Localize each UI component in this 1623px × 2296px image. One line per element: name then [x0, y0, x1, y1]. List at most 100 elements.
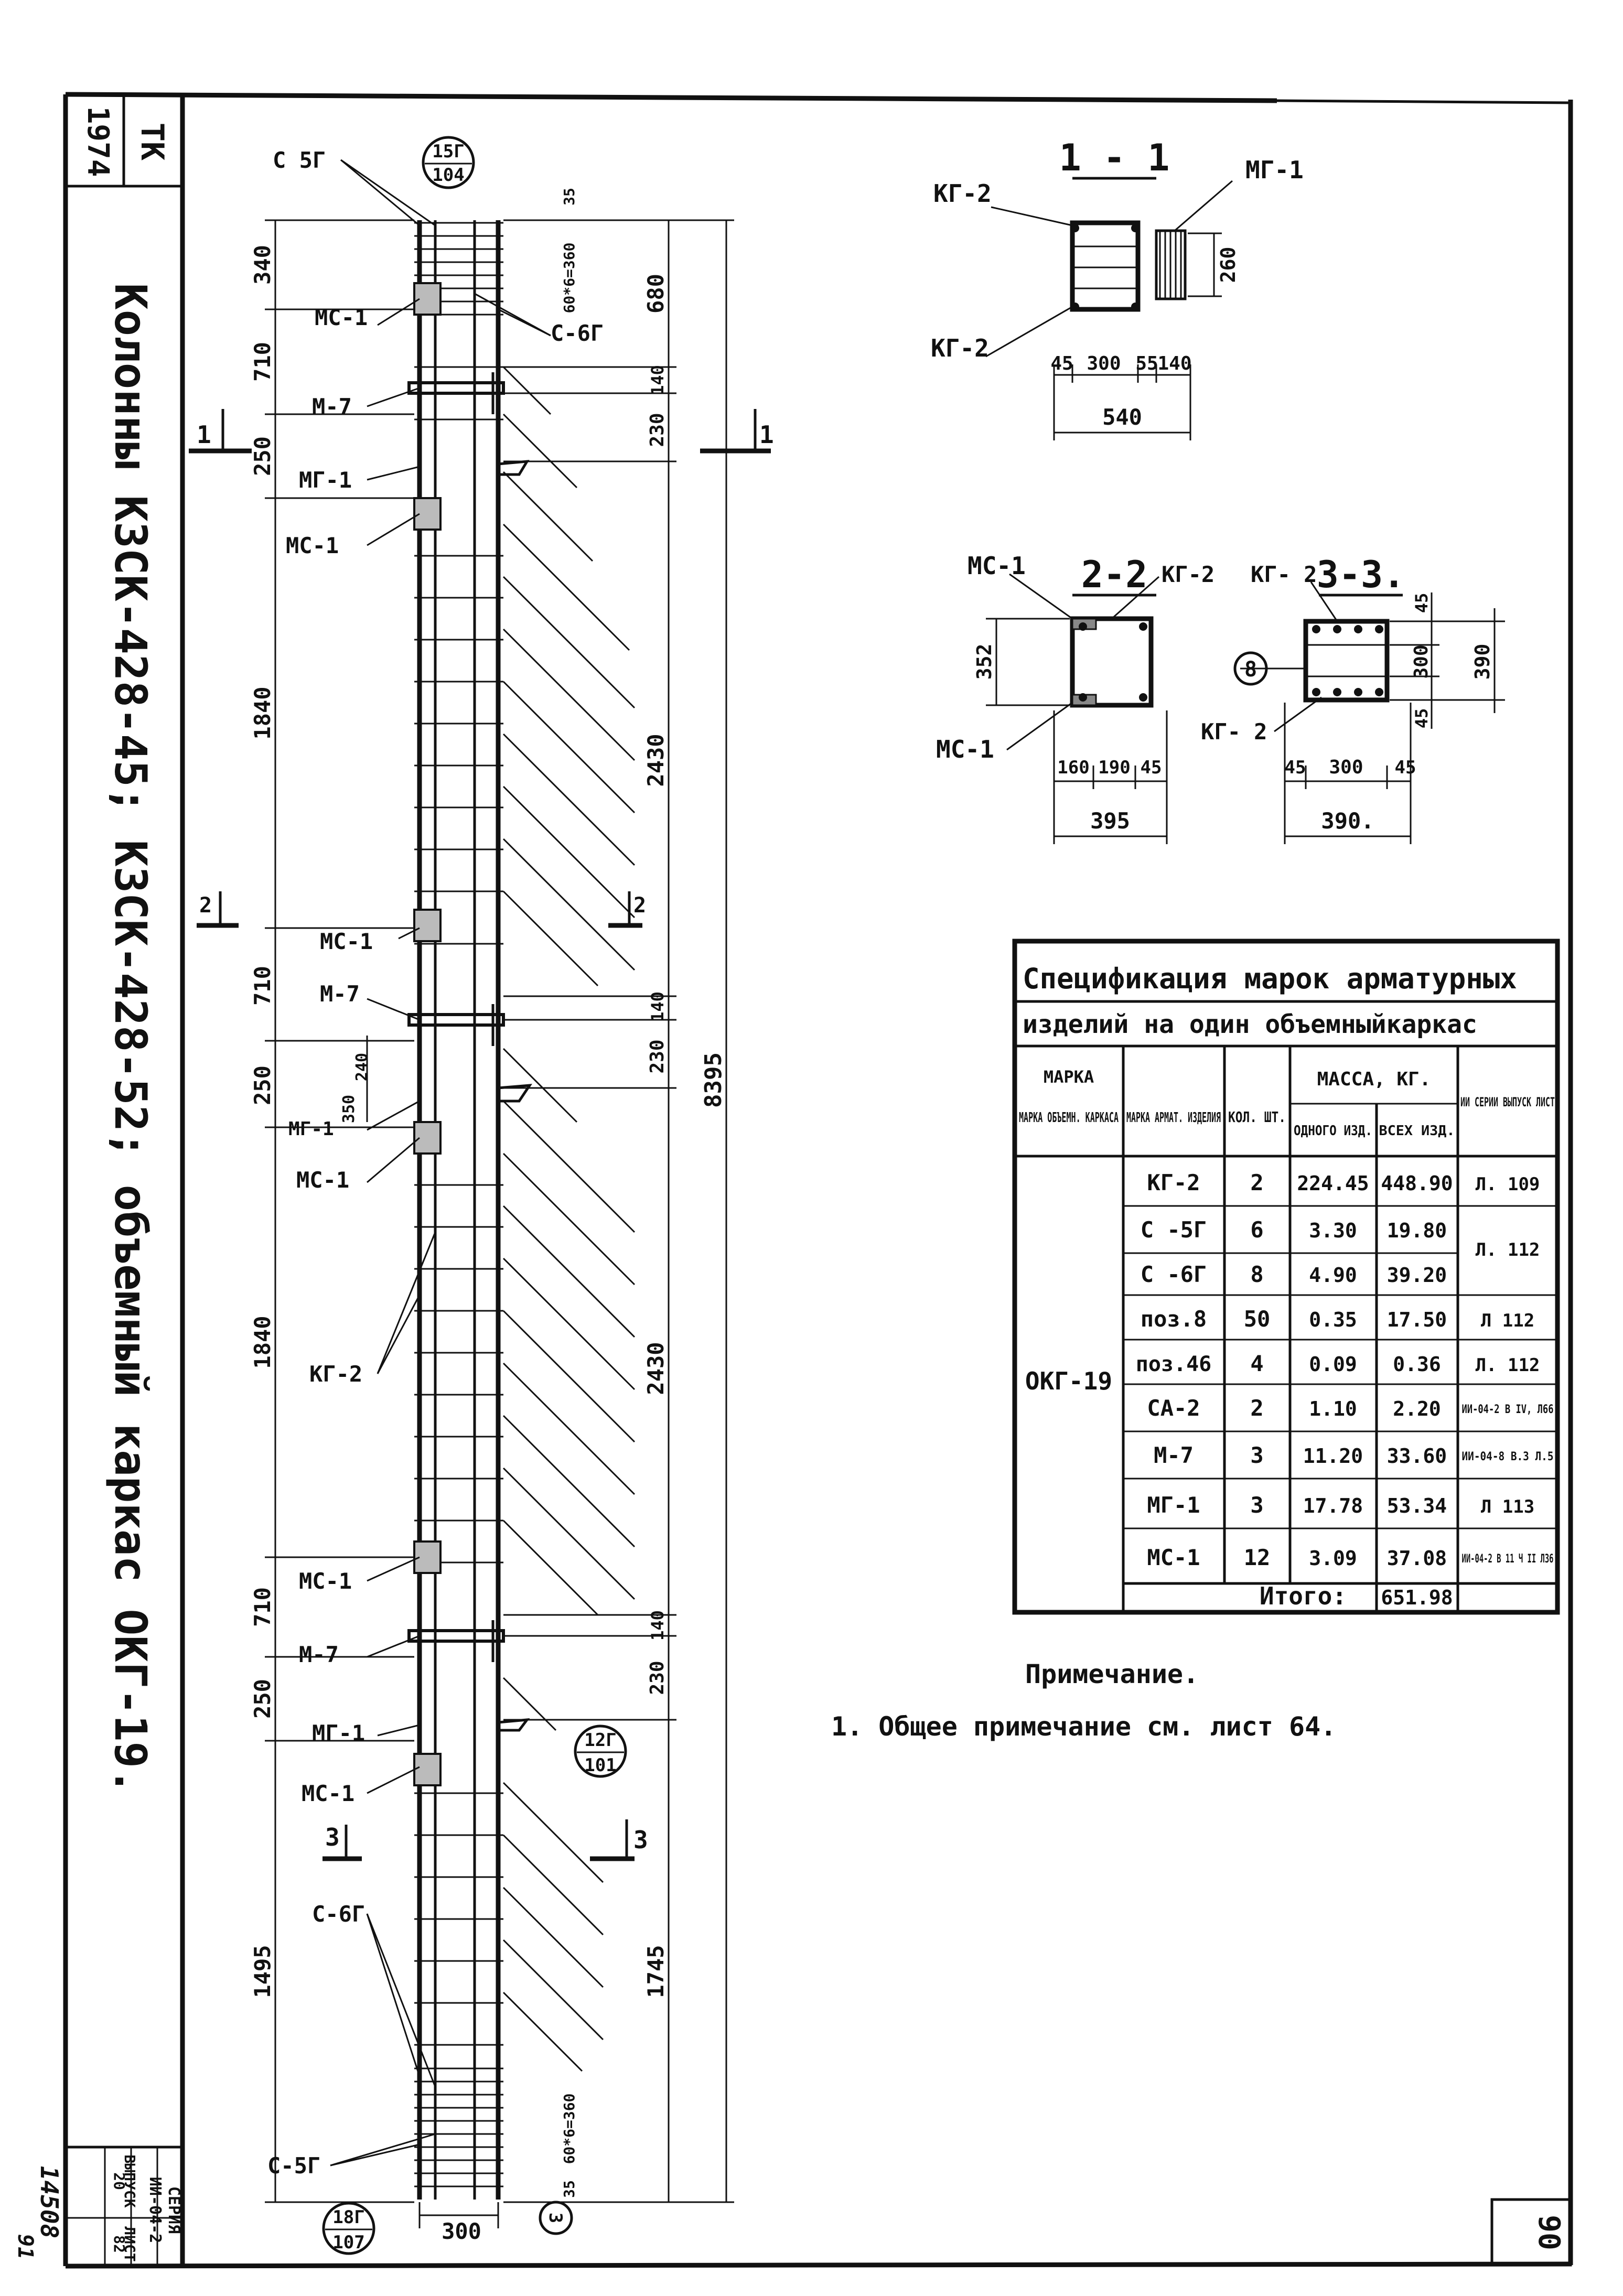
note-text: 1. Общее примечание см. лист 64.: [831, 1711, 1336, 1742]
dim-710-c: 710: [250, 1587, 275, 1627]
callout-15g: 15Г 104: [422, 136, 475, 189]
label-mg1-b: МГ-1: [288, 1118, 334, 1140]
cut-markers: 1 1 2 2 3 3: [189, 409, 774, 1861]
row-3-qty: 50: [1244, 1306, 1271, 1332]
s33-dim-45-b: 45: [1395, 757, 1416, 778]
row-0-mark: КГ-2: [1147, 1170, 1200, 1195]
dim-230-a: 230: [647, 413, 668, 447]
row-7-mark: МГ-1: [1147, 1492, 1200, 1518]
s22-dim-352: 352: [973, 644, 996, 680]
row-3-mark: поз.8: [1141, 1306, 1207, 1332]
s33-dim-45-top: 45: [1412, 593, 1432, 613]
s22-mc1-top: МС-1: [968, 552, 1026, 580]
note-title: Примечание.: [1025, 1659, 1199, 1689]
dim-bottom-pitch: 60*6=360: [561, 2094, 578, 2164]
inventory-number-2: 91: [13, 2234, 37, 2259]
callout-12g-top: 12Г: [584, 1730, 616, 1751]
row-5-one: 1.10: [1309, 1397, 1357, 1420]
row-7-ref: Л 113: [1481, 1496, 1534, 1517]
dim-240: 240: [353, 1053, 371, 1081]
leader-lines: [330, 159, 551, 2166]
section-1-1-title: 1 - 1: [1059, 136, 1170, 179]
label-mc1-a: МС-1: [315, 305, 368, 330]
label-mg1-a: МГ-1: [299, 467, 352, 493]
year: 1974: [81, 106, 115, 177]
dim-300-width: 300: [442, 2218, 481, 2244]
org-code: ТК: [134, 123, 170, 160]
page-number: 90: [1532, 2215, 1566, 2250]
s33-dim-45-a: 45: [1285, 757, 1306, 778]
dim-350: 350: [340, 1095, 358, 1123]
label-m7-c: М-7: [299, 1642, 339, 1667]
axis-marker-3-label: 3: [545, 2213, 566, 2223]
hdr-mass-one: ОДНОГО ИЗД.: [1294, 1123, 1372, 1139]
dim-140-c: 140: [648, 1610, 668, 1641]
row-2-one: 4.90: [1309, 1264, 1357, 1287]
frame-mark-value: ОКГ-19: [1025, 1367, 1112, 1395]
label-m7-a: М-7: [312, 394, 352, 419]
s33-dim-390-right: 390: [1471, 644, 1494, 680]
label-kg2: КГ-2: [309, 1361, 362, 1387]
left-dimension-chain: 340 710 250 1840 710 250 1840 710 250 14…: [250, 219, 414, 2203]
callout-15g-top: 15Г: [432, 141, 464, 162]
label-m7-b: М-7: [320, 981, 360, 1007]
s33-marker-8: 8: [1244, 657, 1257, 682]
s33-dim-390: 390.: [1321, 808, 1374, 834]
row-8-all: 37.08: [1387, 1547, 1447, 1570]
list-value: 82: [111, 2235, 128, 2253]
mc1-plates: [413, 282, 442, 1786]
series-label: СЕРИЯ: [165, 2186, 183, 2234]
bottom-stirrup-zone: [414, 2067, 503, 2187]
row-8-ref: ИИ-04-2 В 11 Ч II Л36: [1462, 1553, 1554, 1566]
dim-1840-b: 1840: [250, 1316, 275, 1368]
s11-dim-55: 55: [1135, 353, 1158, 374]
note-block: Примечание. 1. Общее примечание см. лист…: [831, 1659, 1336, 1742]
issue-label: ВЫПУСК: [121, 2154, 138, 2207]
row-6-ref: ИИ-04-8 В.3 Л.5: [1462, 1450, 1554, 1463]
s11-dim-300: 300: [1087, 353, 1121, 374]
s11-kg2-top: КГ-2: [933, 179, 992, 208]
s33-kg2-bottom: КГ- 2: [1201, 719, 1267, 745]
s33-dim-45-bot: 45: [1412, 708, 1432, 729]
label-mc1-c: МС-1: [320, 929, 373, 954]
dim-710-b: 710: [250, 966, 275, 1006]
cut-1-right: 1: [759, 421, 774, 449]
right-dimension-chain: 680 230 140 2430 230 140 2430 230 140 17…: [503, 188, 734, 2203]
row-7-all: 53.34: [1387, 1494, 1447, 1517]
s33-dim-300-right: 300: [1411, 644, 1432, 678]
axis-marker-3: 3: [539, 2201, 573, 2235]
label-c5g-bot: С-5Г: [267, 2153, 320, 2179]
s11-dim-260: 260: [1217, 247, 1240, 283]
dim-250-a: 250: [250, 436, 275, 476]
s11-mg1: МГ-1: [1245, 156, 1304, 184]
row-4-one: 0.09: [1309, 1353, 1357, 1376]
callout-18g-top: 18Г: [332, 2207, 364, 2228]
s11-dim-140: 140: [1157, 353, 1191, 374]
cut-3-right: 3: [633, 1826, 648, 1854]
row-7-qty: 3: [1250, 1492, 1263, 1518]
section-3-3-title: 3-3.: [1317, 553, 1405, 596]
sheet-frame: [63, 92, 1573, 2269]
s11-dim-540: 540: [1102, 404, 1142, 430]
s11-dim-45: 45: [1050, 353, 1073, 374]
row-5-ref: ИИ-04-2 В IV, Л66: [1462, 1403, 1554, 1416]
hdr-item-mark-text: МАРКА АРМАТ. ИЗДЕЛИЯ: [1126, 1110, 1221, 1126]
dim-1745: 1745: [643, 1945, 669, 1998]
section-2-2-title: 2-2: [1081, 553, 1147, 596]
list-label: ЛИСТ: [121, 2226, 138, 2261]
title-strip: ТК 1974 Колонны К3СК-428-45; К3СК-428-52…: [13, 106, 1566, 2262]
hdr-qty: КОЛ. ШТ.: [1228, 1108, 1286, 1126]
row-2-all: 39.20: [1387, 1264, 1447, 1287]
row-8-qty: 12: [1244, 1545, 1271, 1570]
dim-top-pitch: 60*6=360: [561, 243, 578, 314]
issue-value: 20: [111, 2172, 128, 2190]
label-mg1-c: МГ-1: [312, 1720, 365, 1746]
row-1-one: 3.30: [1309, 1219, 1357, 1242]
m7-plates: [407, 372, 505, 1662]
label-mc1-d: МС-1: [296, 1167, 349, 1193]
callout-18g-bottom: 107: [332, 2232, 364, 2253]
cut-1-left: 1: [197, 421, 211, 449]
spec-title-line1: Спецификация марок арматурных: [1023, 962, 1517, 995]
row-4-mark: поз.46: [1136, 1352, 1212, 1376]
